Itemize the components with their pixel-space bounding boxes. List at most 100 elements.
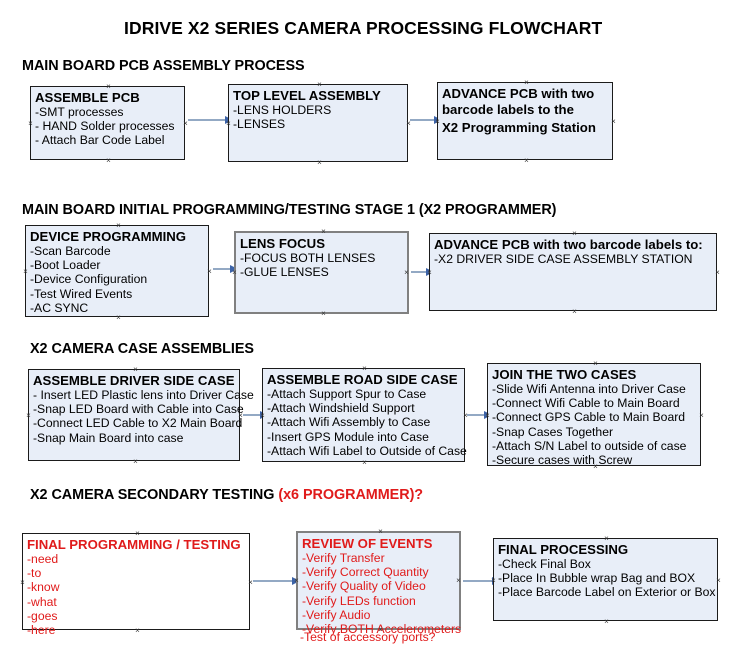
resize-handle-right[interactable] (698, 412, 705, 419)
arrow-road-case-to-join-cases (467, 410, 492, 419)
resize-handle-top[interactable] (571, 230, 578, 237)
node-review-of-events-overflow-line: -Test of accessory ports? (300, 630, 436, 644)
resize-handle-left[interactable] (22, 268, 29, 275)
node-body: -X2 DRIVER SIDE CASE ASSEMBLY STATION (434, 252, 716, 266)
resize-handle-bottom[interactable] (316, 159, 323, 166)
resize-handle-top[interactable] (132, 366, 139, 373)
node-title: ADVANCE PCB with two barcode labels to: (434, 237, 703, 252)
resize-handle-top[interactable] (361, 365, 368, 372)
node-line: - HAND Solder processes (35, 119, 175, 134)
resize-handle-left[interactable] (231, 269, 238, 276)
node-title: DEVICE PROGRAMMING (30, 229, 187, 244)
node-line: - Attach Bar Code Label (35, 133, 165, 148)
node-line: -Connect GPS Cable to Main Board (492, 410, 686, 425)
node-final-programming-testing[interactable]: FINAL PROGRAMMING / TESTING -need -to -k… (19, 530, 250, 637)
node-advance-pcb-driver-side-station[interactable]: ADVANCE PCB with two barcode labels to: … (429, 233, 717, 311)
node-device-programming[interactable]: DEVICE PROGRAMMING -Scan Barcode -Boot L… (25, 225, 209, 317)
resize-handle-bottom[interactable] (361, 459, 368, 466)
node-line: -Slide Wifi Antenna into Driver Case (492, 382, 686, 396)
resize-handle-bottom[interactable] (105, 157, 112, 164)
resize-handle-left[interactable] (27, 120, 34, 127)
node-lens-focus[interactable]: LENS FOCUS -FOCUS BOTH LENSES -GLUE LENS… (234, 231, 409, 314)
node-line: -X2 DRIVER SIDE CASE ASSEMBLY STATION (434, 252, 693, 266)
resize-handle-top[interactable] (134, 530, 141, 537)
resize-handle-right[interactable] (714, 269, 721, 276)
section-heading-1: MAIN BOARD PCB ASSEMBLY PROCESS (22, 58, 305, 74)
resize-handle-bottom[interactable] (134, 627, 141, 634)
resize-handle-top[interactable] (592, 360, 599, 367)
resize-handle-top[interactable] (523, 79, 530, 86)
node-line: -need (27, 552, 59, 566)
node-line: -to (27, 566, 42, 581)
node-line: -Attach S/N Label to outside of case (492, 438, 687, 453)
node-line: -Snap LED Board with Cable into Case (33, 402, 244, 417)
resize-handle-top[interactable] (105, 83, 112, 90)
resize-handle-top[interactable] (320, 228, 327, 235)
node-assemble-road-side-case[interactable]: ASSEMBLE ROAD SIDE CASE -Attach Support … (259, 365, 467, 462)
node-line: -Attach Wifi Label to Outside of Case (267, 443, 467, 458)
resize-handle-top[interactable] (316, 81, 323, 88)
node-line: - Insert LED Plastic lens into Driver Ca… (33, 388, 254, 402)
resize-handle-right[interactable] (715, 577, 722, 584)
node-line: -Verify Quality of Video (302, 579, 426, 594)
node-body: -Check Final Box -Place In Bubble wrap B… (498, 557, 717, 600)
node-title: ASSEMBLE ROAD SIDE CASE (267, 372, 458, 387)
node-line: -Verify Audio (302, 607, 371, 622)
node-title: REVIEW OF EVENTS (302, 536, 433, 551)
node-top-level-assembly[interactable]: TOP LEVEL ASSEMBLY -LENS HOLDERS -LENSES (228, 84, 408, 162)
arrow-top-level-to-advance (410, 115, 442, 124)
node-line: -Verify LEDs function (302, 593, 416, 608)
resize-handle-bottom[interactable] (132, 458, 139, 465)
node-body: - Insert LED Plastic lens into Driver Ca… (33, 388, 254, 445)
node-line: -what (27, 594, 57, 609)
node-line: -Connect Wifi Cable to Main Board (492, 396, 680, 411)
node-body: -Slide Wifi Antenna into Driver Case -Co… (492, 382, 700, 467)
node-line: -GLUE LENSES (240, 265, 329, 280)
node-assemble-pcb[interactable]: ASSEMBLE PCB -SMT processes - HAND Solde… (30, 86, 185, 160)
arrow-review-to-final-processing (463, 576, 500, 585)
resize-handle-bottom[interactable] (115, 314, 122, 321)
node-title: JOIN THE TWO CASES (492, 367, 637, 382)
node-line: -know (27, 580, 60, 595)
resize-handle-right[interactable] (610, 118, 617, 125)
resize-handle-top[interactable] (115, 222, 122, 229)
node-join-the-two-cases[interactable]: JOIN THE TWO CASES -Slide Wifi Antenna i… (484, 360, 701, 467)
resize-handle-bottom[interactable] (592, 463, 599, 470)
node-line: -Test Wired Events (30, 286, 133, 301)
node-line: barcode labels to the (442, 102, 574, 117)
resize-handle-right[interactable] (182, 120, 189, 127)
resize-handle-left[interactable] (490, 577, 497, 584)
section-heading-4-accent: (x6 PROGRAMMER)? (278, 487, 424, 503)
arrow-device-prog-to-lens-focus (213, 264, 238, 273)
resize-handle-right[interactable] (405, 120, 412, 127)
resize-handle-left[interactable] (19, 579, 26, 586)
resize-handle-top[interactable] (603, 535, 610, 542)
resize-handle-left[interactable] (25, 412, 32, 419)
node-body: -Attach Support Spur to Case -Attach Win… (267, 387, 467, 458)
resize-handle-left[interactable] (484, 412, 491, 419)
resize-handle-bottom[interactable] (320, 310, 327, 317)
section-heading-2-text: MAIN BOARD INITIAL PROGRAMMING/TESTING S… (22, 202, 557, 218)
resize-handle-left[interactable] (293, 577, 300, 584)
resize-handle-bottom[interactable] (603, 618, 610, 625)
resize-handle-right[interactable] (455, 577, 462, 584)
resize-handle-right[interactable] (206, 268, 213, 275)
resize-handle-top[interactable] (377, 528, 384, 535)
resize-handle-left[interactable] (259, 412, 266, 419)
resize-handle-left[interactable] (225, 120, 232, 127)
node-advance-pcb-programming-station[interactable]: ADVANCE PCB with two barcode labels to t… (437, 82, 613, 160)
node-final-processing[interactable]: FINAL PROCESSING -Check Final Box -Place… (493, 538, 718, 621)
resize-handle-left[interactable] (426, 269, 433, 276)
resize-handle-bottom[interactable] (523, 157, 530, 164)
node-review-of-events[interactable]: REVIEW OF EVENTS -Verify Transfer -Verif… (293, 528, 462, 636)
resize-handle-bottom[interactable] (571, 308, 578, 315)
arrow-final-programming-to-review (253, 576, 300, 585)
node-title: ADVANCE PCB with two (442, 86, 595, 101)
section-heading-2: MAIN BOARD INITIAL PROGRAMMING/TESTING S… (22, 202, 556, 218)
node-body: -LENS HOLDERS -LENSES (233, 103, 407, 131)
resize-handle-right[interactable] (403, 269, 410, 276)
resize-handle-left[interactable] (434, 118, 441, 125)
node-line: -Device Configuration (30, 272, 148, 287)
node-title: FINAL PROGRAMMING / TESTING (27, 537, 241, 552)
node-assemble-driver-side-case[interactable]: ASSEMBLE DRIVER SIDE CASE - Insert LED P… (25, 366, 254, 461)
